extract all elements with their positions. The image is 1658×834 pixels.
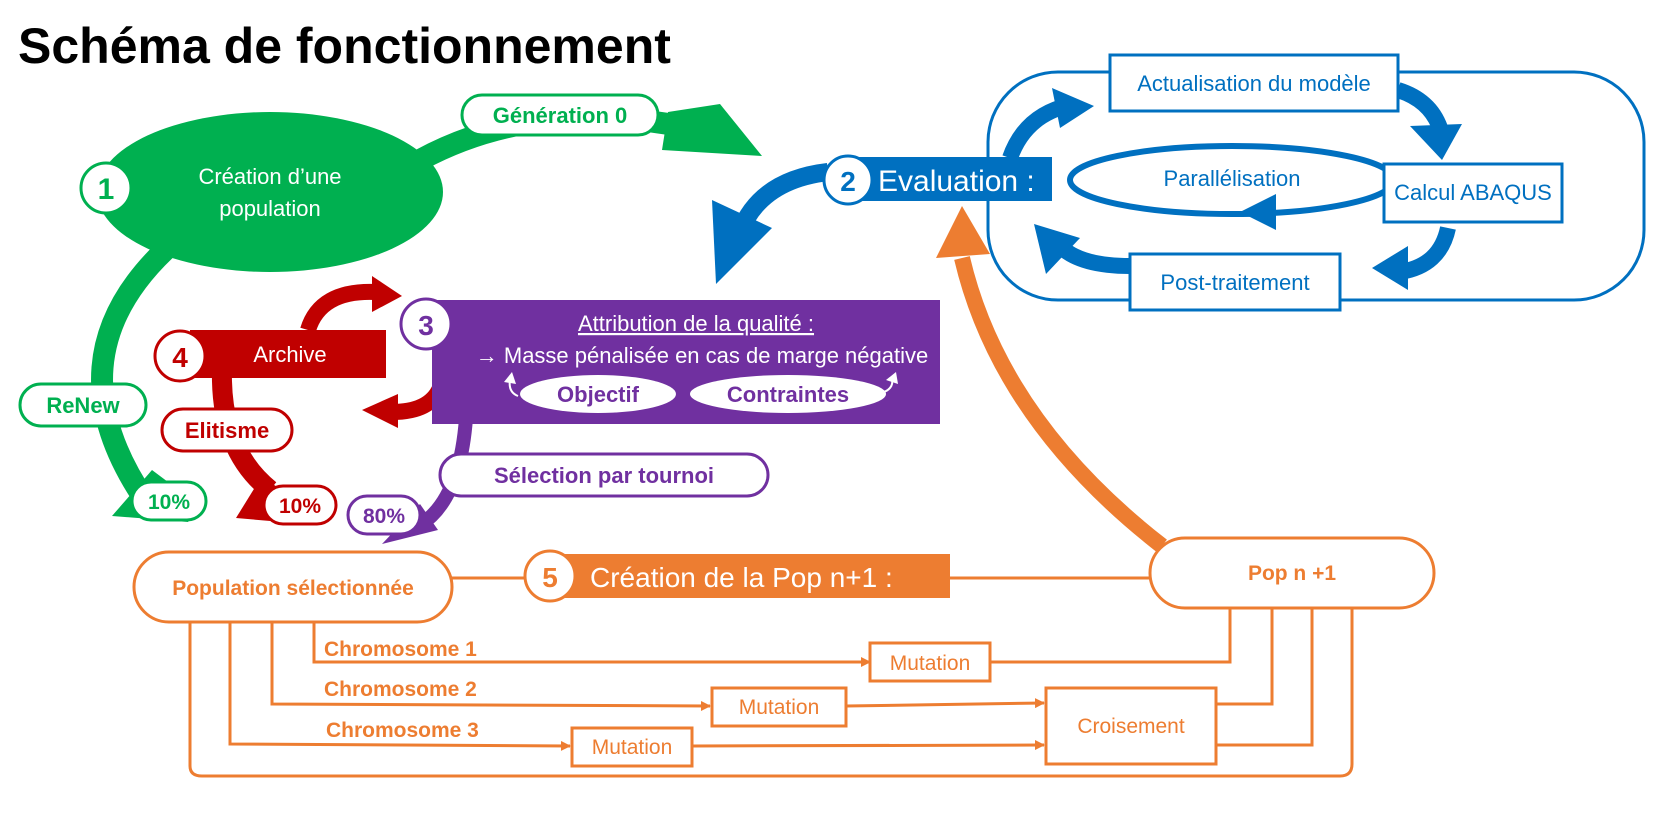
model-update-box	[1108, 53, 1400, 113]
model-to-abaqus-arrow	[1395, 82, 1448, 132]
population-creation-label-line2: population	[219, 196, 321, 221]
crossover-to-nextpop-b	[1216, 608, 1314, 747]
parallelization-label: Parallélisation	[1164, 166, 1301, 191]
selected-population-box	[132, 550, 454, 624]
renew-label-box	[18, 382, 148, 428]
crossover-to-nextpop-a	[1216, 608, 1274, 706]
post-processing-box	[1128, 252, 1342, 312]
objective-label: Objectif	[557, 382, 640, 407]
renew-arrow-shaft	[91, 242, 173, 507]
mutation-3-box	[570, 726, 694, 768]
eval-to-quality-arrow-head	[712, 200, 772, 284]
population-creation-label-line1: Création d’une	[198, 164, 341, 189]
elitism-label-box	[160, 407, 294, 453]
mutation-2-to-crossover	[845, 698, 1045, 709]
constraints-label: Contraintes	[727, 382, 849, 407]
step-3-badge	[399, 297, 453, 351]
chromosome-2-line	[270, 622, 711, 711]
abaqus-box	[1382, 162, 1564, 224]
objective-swap-arrow-head	[504, 372, 516, 384]
crossover-box	[1044, 686, 1218, 766]
elitism-label: Elitisme	[185, 418, 269, 443]
gen0-arrow-head	[662, 104, 762, 156]
chromosome-2-label: Chromosome 2	[324, 678, 477, 701]
evaluation-label: Evaluation :	[878, 165, 1035, 198]
renew-percent-box	[130, 480, 208, 522]
population-creation-ellipse	[97, 112, 443, 272]
archive-to-quality-arrow	[300, 283, 376, 333]
tournament-percent: 80%	[363, 505, 405, 528]
chromosome-3-label: Chromosome 3	[326, 719, 479, 742]
chromosome-3-line	[228, 622, 571, 751]
step-4-badge	[153, 329, 207, 383]
constraints-pill	[690, 375, 886, 413]
parallel-loop-arrow-head	[1240, 194, 1276, 230]
model-to-abaqus-arrow-head	[1410, 124, 1462, 160]
post-to-eval-arrow-head	[1034, 224, 1080, 274]
step-5-number: 5	[542, 562, 558, 593]
tournament-label-box	[438, 452, 770, 498]
mutation-1-label: Mutation	[890, 652, 971, 675]
abaqus-to-post-arrow-head	[1372, 246, 1408, 290]
quality-penalty-line: → Masse pénalisée en cas de marge négati…	[476, 343, 928, 368]
archive-box	[190, 330, 386, 378]
mutation-1-to-nextpop	[990, 608, 1232, 664]
step-2-badge	[822, 154, 874, 206]
tournament-percent-box	[346, 494, 422, 536]
quality-heading: Attribution de la qualité :	[578, 311, 814, 336]
evaluation-header-bar	[842, 157, 1052, 201]
pop-creation-bar	[548, 554, 950, 598]
archive-to-quality-arrow-head	[372, 276, 402, 312]
step-1-number: 1	[98, 173, 115, 206]
tournament-label: Sélection par tournoi	[494, 463, 714, 488]
next-population-label: Pop n +1	[1248, 562, 1336, 585]
mutation-3-to-crossover	[691, 740, 1045, 751]
step-1-badge	[79, 161, 133, 215]
renew-percent: 10%	[148, 491, 190, 514]
page-title: Schéma de fonctionnement	[18, 18, 671, 74]
constraints-swap-arrow-head	[886, 372, 898, 384]
elitism-percent: 10%	[279, 495, 321, 518]
mutation-3-label: Mutation	[592, 736, 673, 759]
objective-pill	[520, 375, 676, 413]
crossover-label: Croisement	[1077, 715, 1185, 738]
chromosome-1-line	[312, 622, 871, 667]
eval-to-model-arrow-head	[1052, 88, 1094, 128]
step-4-number: 4	[172, 342, 188, 373]
elitism-percent-box	[262, 484, 338, 526]
step-2-number: 2	[840, 166, 856, 197]
selected-population-label: Population sélectionnée	[172, 577, 414, 600]
model-update-label: Actualisation du modèle	[1137, 71, 1371, 96]
renew-label: ReNew	[46, 393, 120, 418]
step-3-number: 3	[418, 310, 434, 341]
gen0-label-box	[460, 93, 660, 137]
archive-label: Archive	[253, 342, 326, 367]
pop-creation-label: Création de la Pop n+1 :	[590, 562, 893, 593]
quality-to-archive-arrow-head	[362, 394, 398, 428]
nextpop-to-eval-arrow-head	[936, 206, 990, 258]
direct-copy-loop	[188, 608, 1354, 778]
next-population-box	[1148, 536, 1436, 610]
post-to-eval-arrow	[1054, 240, 1131, 274]
mutation-1-box	[868, 641, 992, 683]
step-5-badge	[523, 549, 577, 603]
gen0-label: Génération 0	[493, 103, 627, 128]
post-processing-label: Post-traitement	[1160, 270, 1309, 295]
abaqus-label: Calcul ABAQUS	[1394, 180, 1552, 205]
nextpop-to-eval-arrow-shaft	[954, 256, 1167, 553]
chromosome-1-label: Chromosome 1	[324, 638, 477, 661]
mutation-2-label: Mutation	[739, 696, 820, 719]
mutation-2-box	[710, 686, 848, 728]
